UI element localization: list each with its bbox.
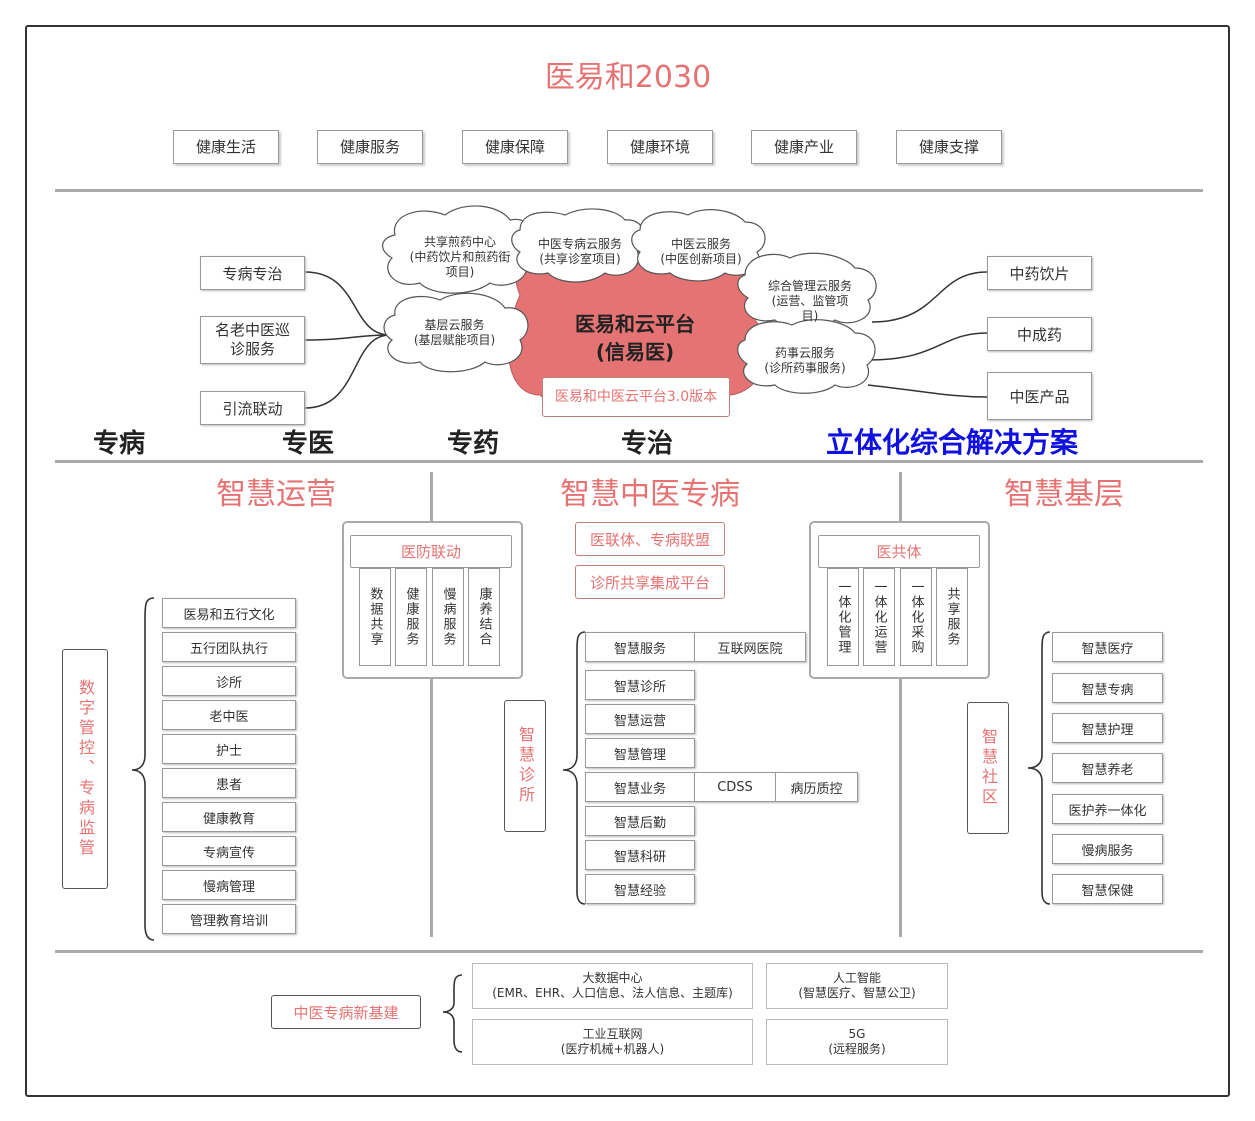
divider: [55, 460, 1203, 463]
solution-label: 立体化综合解决方案: [826, 426, 1079, 459]
cloud-shape: [737, 319, 876, 394]
group-title: 医防联动: [350, 535, 512, 568]
side-label-digital-control: 数字管控、专病监管: [62, 649, 108, 889]
list-item: 智慧业务: [585, 772, 695, 802]
tag-clinic-platform: 诊所共享集成平台: [575, 565, 725, 599]
right-item: 中成药: [987, 317, 1092, 351]
list-item: 老中医: [162, 700, 296, 730]
group-col: 慢病服务: [432, 568, 464, 666]
platform-version-label: 医易和中医云平台3.0版本: [542, 377, 730, 417]
list-item: 医易和五行文化: [162, 598, 296, 628]
list-item: 健康教育: [162, 802, 296, 832]
group-col: 一体化管理: [827, 568, 859, 666]
left-item: 引流联动: [200, 391, 305, 425]
section-title-operations: 智慧运营: [216, 477, 336, 512]
list-item: 护士: [162, 734, 296, 764]
vertical-divider: [899, 472, 902, 937]
group-col: 健康服务: [395, 568, 427, 666]
cloud-shape: [382, 205, 537, 294]
list-item: 诊所: [162, 666, 296, 696]
list-item: 智慧运营: [585, 704, 695, 734]
list-item: 智慧诊所: [585, 670, 695, 700]
list-item: 智慧后勤: [585, 806, 695, 836]
list-item: 专病宣传: [162, 836, 296, 866]
cloud-shape: [383, 292, 529, 373]
list-item: 智慧养老: [1052, 753, 1163, 783]
list-item: 智慧护理: [1052, 713, 1163, 743]
left-item: 名老中医巡诊服务: [200, 316, 305, 364]
health-item: 健康环境: [607, 130, 713, 164]
health-item: 健康服务: [317, 130, 423, 164]
list-item: 智慧服务: [585, 632, 695, 662]
group-col: 数据共享: [359, 568, 391, 666]
health-item: 健康保障: [462, 130, 568, 164]
cloud-management-service: 综合管理云服务(运营、监管项目): [767, 279, 852, 323]
diagram-frame: [25, 25, 1230, 1097]
list-item: 智慧保健: [1052, 874, 1163, 904]
list-item: 病历质控: [775, 772, 858, 802]
infra-industrial-internet: 工业互联网(医疗机械+机器人): [472, 1019, 753, 1065]
list-item: 医护养一体化: [1052, 794, 1163, 824]
divider: [55, 189, 1203, 192]
side-label-smart-clinic: 智慧诊所: [504, 700, 546, 832]
cloud-tcm-service: 中医云服务(中医创新项目): [660, 237, 742, 266]
keyword: 专医: [282, 429, 335, 459]
list-item: 互联网医院: [694, 632, 806, 662]
platform-center-label: 医易和云平台 (信易医): [575, 312, 695, 364]
infra-big-data: 大数据中心(EMR、EHR、人口信息、法人信息、主题库): [472, 963, 753, 1009]
infra-ai: 人工智能(智慧医疗、智慧公卫): [766, 963, 948, 1009]
group-col: 一体化运营: [863, 568, 895, 666]
keyword: 专治: [621, 429, 674, 459]
list-item: 智慧管理: [585, 738, 695, 768]
group-title: 医共体: [818, 535, 980, 568]
cloud-shape: [737, 252, 877, 329]
list-item: 智慧专病: [1052, 673, 1163, 703]
list-item: 智慧经验: [585, 874, 695, 904]
list-item: 管理教育培训: [162, 904, 296, 934]
section-title-primary-care: 智慧基层: [1004, 477, 1124, 512]
right-item: 中医产品: [987, 372, 1092, 420]
keyword: 专病: [93, 429, 146, 459]
list-item: 智慧医疗: [1052, 632, 1163, 662]
health-item: 健康产业: [751, 130, 857, 164]
cloud-shared-decoction: 共享煎药中心(中药饮片和煎药街项目): [409, 235, 511, 279]
vertical-divider: [430, 472, 433, 937]
health-item: 健康生活: [173, 130, 279, 164]
list-item: 慢病服务: [1052, 834, 1163, 864]
new-infrastructure-label: 中医专病新基建: [271, 995, 421, 1029]
infra-5g: 5G(远程服务): [766, 1019, 948, 1065]
list-item: 慢病管理: [162, 870, 296, 900]
group-col: 康养结合: [468, 568, 500, 666]
list-item: CDSS: [694, 772, 776, 802]
side-label-smart-community: 智慧社区: [967, 702, 1009, 834]
cloud-shape: [511, 208, 645, 283]
cloud-primary-service: 基层云服务(基层赋能项目): [413, 318, 496, 347]
keyword: 专药: [447, 429, 500, 459]
divider: [55, 950, 1203, 953]
cloud-specialty-service: 中医专病云服务(共享诊室项目): [537, 237, 622, 266]
group-col: 共享服务: [936, 568, 968, 666]
list-item: 智慧科研: [585, 840, 695, 870]
list-item: 五行团队执行: [162, 632, 296, 662]
tag-medical-alliance: 医联体、专病联盟: [575, 522, 725, 556]
group-col: 一体化采购: [900, 568, 932, 666]
health-item: 健康支撑: [896, 130, 1002, 164]
left-item: 专病专治: [200, 256, 305, 290]
right-item: 中药饮片: [987, 256, 1092, 290]
list-item: 患者: [162, 768, 296, 798]
section-title-tcm-specialty: 智慧中医专病: [560, 477, 740, 512]
cloud-pharmacy-service: 药事云服务(诊所药事服务): [764, 346, 846, 375]
page-title: 医易和2030: [544, 60, 712, 95]
